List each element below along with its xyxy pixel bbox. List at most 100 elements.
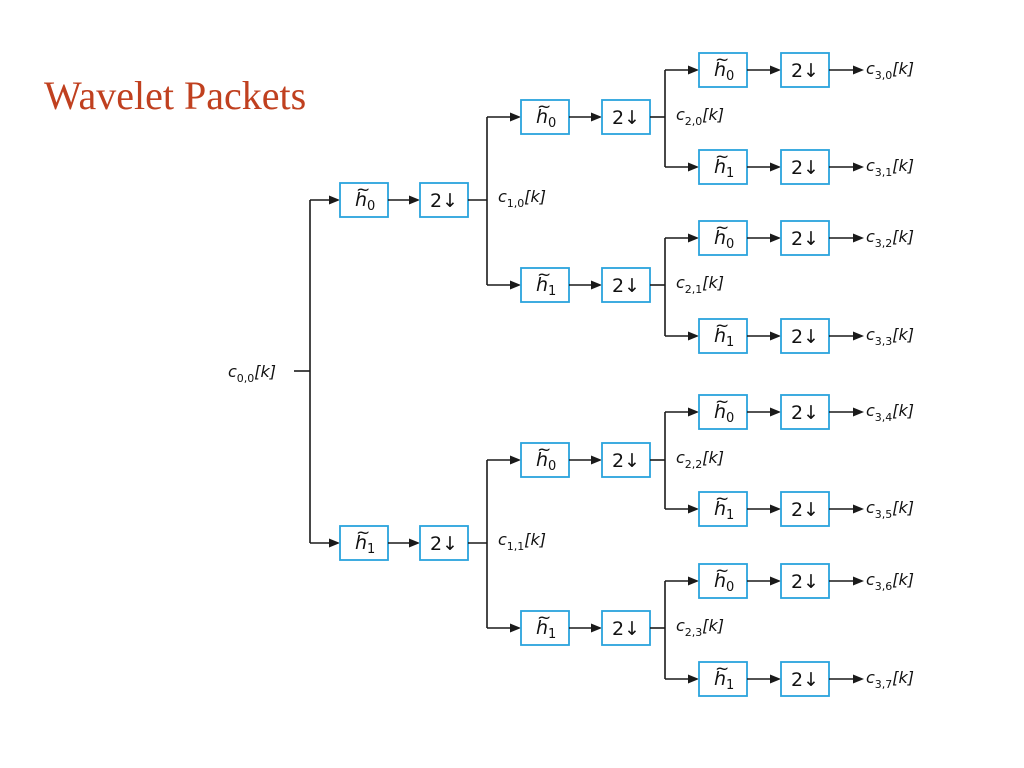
downsample-l3-1-label: 2↓ <box>791 157 819 179</box>
downsample-l2-2 <box>601 442 651 478</box>
arrow-out-6-head <box>853 576 864 586</box>
arrow-l3-4-head <box>688 407 699 417</box>
filter-h0-l1-0-label: h0 <box>355 189 375 214</box>
filter-h0-l2-2-tilde: ~ <box>537 440 551 460</box>
filter-h0-l3-4-tilde: ~ <box>715 392 729 412</box>
downsample-l3-0 <box>780 52 830 88</box>
arrow-l3-0-head <box>688 65 699 75</box>
arrow-out-3-head <box>853 331 864 341</box>
arrow-l3-2-head <box>688 233 699 243</box>
filter-h1-l3-3-label: h1 <box>714 325 734 350</box>
coef-c34: c3,4[k] <box>866 401 914 424</box>
slide-title: Wavelet Packets <box>44 73 307 118</box>
coef-c32: c3,2[k] <box>866 227 914 250</box>
filter-h0-l3-4-label: h0 <box>714 401 734 426</box>
coef-c23: c2,3[k] <box>676 616 724 639</box>
arrow-out-2-head <box>853 233 864 243</box>
arrow-l1-1-head <box>329 538 340 548</box>
filter-h0-l3-2-tilde: ~ <box>715 218 729 238</box>
arrow-out-1-head <box>853 162 864 172</box>
filter-h1-l3-1-label: h1 <box>714 156 734 181</box>
arrow-l2-2-head <box>591 455 602 465</box>
arrow-l1-0-head <box>329 195 340 205</box>
coef-c22: c2,2[k] <box>676 448 724 471</box>
coef-c00: c0,0[k] <box>228 362 276 385</box>
arrow-l3-7-head <box>770 674 781 684</box>
downsample-l2-2-label: 2↓ <box>612 450 640 472</box>
arrow-l2-0-head <box>591 112 602 122</box>
coef-c37: c3,7[k] <box>866 668 914 691</box>
filter-h0-l3-0-tilde: ~ <box>715 50 729 70</box>
downsample-l3-5-label: 2↓ <box>791 499 819 521</box>
filter-h0-l3-0-label: h0 <box>714 59 734 84</box>
coef-c20: c2,0[k] <box>676 105 724 128</box>
filter-h0-l3-6 <box>698 563 748 599</box>
arrow-out-0-head <box>853 65 864 75</box>
filter-h0-l2-2 <box>520 442 570 478</box>
filter-h0-l3-6-tilde: ~ <box>715 561 729 581</box>
filter-h1-l3-7 <box>698 661 748 697</box>
arrow-out-4-head <box>853 407 864 417</box>
downsample-l2-1-label: 2↓ <box>612 275 640 297</box>
coef-c31: c3,1[k] <box>866 156 914 179</box>
filter-h0-l2-0-tilde: ~ <box>537 97 551 117</box>
coef-c30: c3,0[k] <box>866 59 914 82</box>
filter-h1-l1-1-label: h1 <box>355 532 375 557</box>
filter-h1-l2-1-tilde: ~ <box>537 265 551 285</box>
downsample-l2-3-label: 2↓ <box>612 618 640 640</box>
filter-h0-l3-6-label: h0 <box>714 570 734 595</box>
filter-h1-l3-5-label: h1 <box>714 498 734 523</box>
filter-h1-l3-5 <box>698 491 748 527</box>
downsample-l3-7-label: 2↓ <box>791 669 819 691</box>
arrow-l3-6-head <box>688 576 699 586</box>
filter-h1-l2-1 <box>520 267 570 303</box>
arrow-out-5-head <box>853 504 864 514</box>
filter-h1-l2-3 <box>520 610 570 646</box>
filter-h1-l2-3-label: h1 <box>536 617 556 642</box>
downsample-l3-4-label: 2↓ <box>791 402 819 424</box>
arrow-l3-0-head <box>770 65 781 75</box>
downsample-l3-4 <box>780 394 830 430</box>
arrow-out-7-head <box>853 674 864 684</box>
downsample-l3-6-label: 2↓ <box>791 571 819 593</box>
filter-h0-l2-2-label: h0 <box>536 449 556 474</box>
filter-h1-l1-1-tilde: ~ <box>356 523 370 543</box>
arrow-l3-3-head <box>688 331 699 341</box>
filter-h1-l3-3-tilde: ~ <box>715 316 729 336</box>
downsample-l1-1-label: 2↓ <box>430 533 458 555</box>
downsample-l3-2 <box>780 220 830 256</box>
arrow-l3-5-head <box>770 504 781 514</box>
filter-h0-l3-2-label: h0 <box>714 227 734 252</box>
downsample-l3-1 <box>780 149 830 185</box>
filter-h1-l2-1-label: h1 <box>536 274 556 299</box>
filter-h1-l3-5-tilde: ~ <box>715 489 729 509</box>
arrow-l2-0-head <box>510 112 521 122</box>
arrow-l3-1-head <box>688 162 699 172</box>
downsample-l3-6 <box>780 563 830 599</box>
arrow-l3-7-head <box>688 674 699 684</box>
arrow-l3-1-head <box>770 162 781 172</box>
filter-h1-l2-3-tilde: ~ <box>537 608 551 628</box>
arrow-l3-5-head <box>688 504 699 514</box>
coef-c36: c3,6[k] <box>866 570 914 593</box>
coef-c10: c1,0[k] <box>498 187 546 210</box>
downsample-l3-2-label: 2↓ <box>791 228 819 250</box>
filter-h1-l3-7-label: h1 <box>714 668 734 693</box>
filter-h0-l1-0-tilde: ~ <box>356 180 370 200</box>
arrow-l3-3-head <box>770 331 781 341</box>
downsample-l1-0-label: 2↓ <box>430 190 458 212</box>
filter-h0-l3-0 <box>698 52 748 88</box>
arrow-l3-6-head <box>770 576 781 586</box>
arrow-l2-3-head <box>591 623 602 633</box>
filter-h0-l1-0 <box>339 182 389 218</box>
downsample-l3-7 <box>780 661 830 697</box>
coef-c11: c1,1[k] <box>498 530 546 553</box>
downsample-l3-3-label: 2↓ <box>791 326 819 348</box>
arrow-l2-2-head <box>510 455 521 465</box>
arrow-l2-1-head <box>591 280 602 290</box>
arrow-l2-3-head <box>510 623 521 633</box>
coef-c35: c3,5[k] <box>866 498 914 521</box>
downsample-l3-0-label: 2↓ <box>791 60 819 82</box>
filter-h0-l2-0-label: h0 <box>536 106 556 131</box>
